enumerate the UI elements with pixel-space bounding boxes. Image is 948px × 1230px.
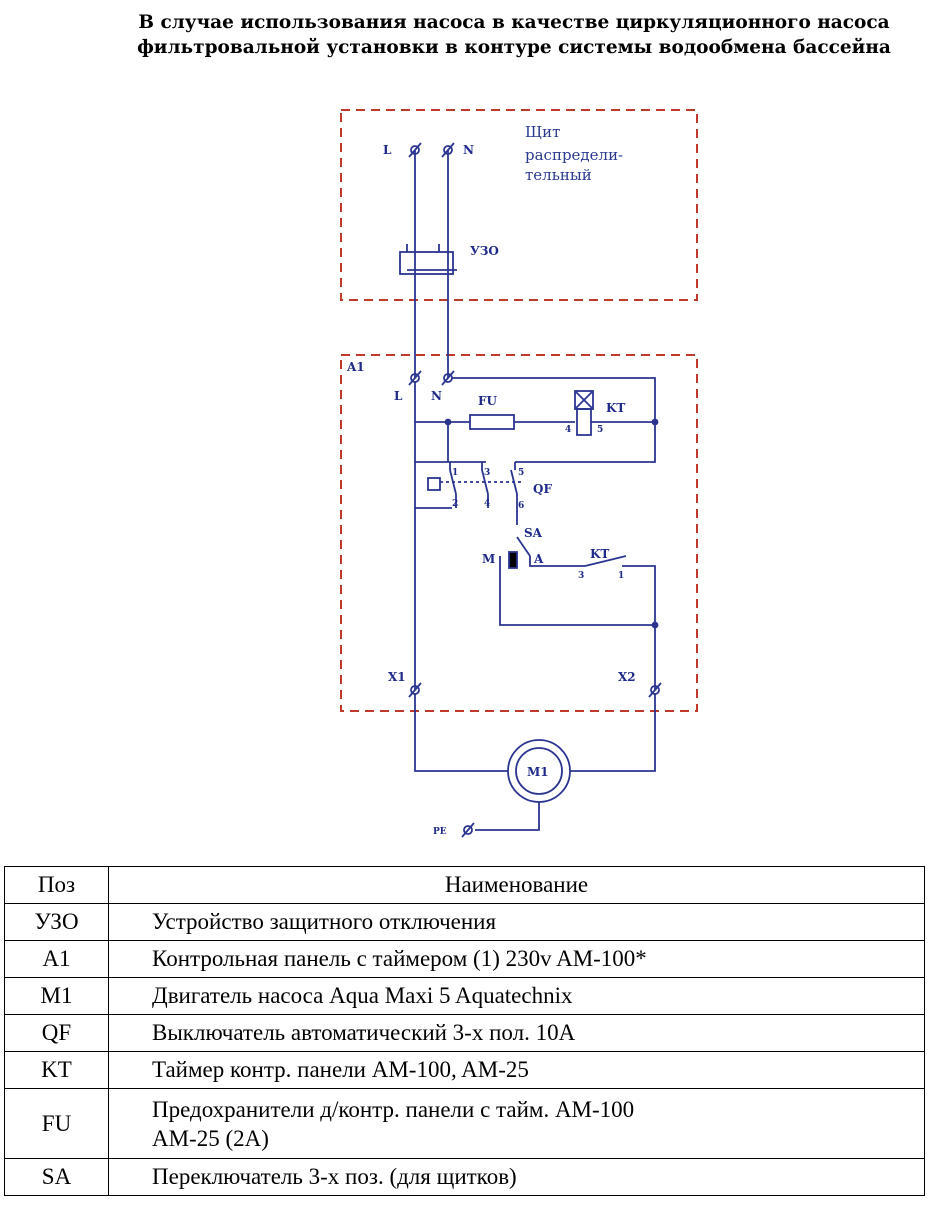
label-qf: QF [533,482,552,496]
wire-l-to-fuse [414,382,470,423]
qf-actuator [427,477,441,491]
label-l-a1: L [394,389,403,403]
header-pos: Поз [4,866,109,904]
qf-left-bracket [414,462,452,509]
label-qf-6: 6 [518,501,524,511]
a1-panel-frame [340,354,698,712]
header-name: Наименование [108,866,925,904]
row-name: Двигатель насоса Aqua Maxi 5 Aquatechnix [108,977,925,1015]
label-fu: FU [478,394,498,408]
row-pos: M1 [4,977,109,1015]
row-pos: A1 [4,940,109,978]
kt-coil-body [576,408,592,436]
table-row: KT Таймер контр. панели AM-100, AM-25 [4,1051,925,1089]
distribution-panel-frame [340,109,698,301]
title-line-1: В случае использования насоса в качестве… [138,12,890,33]
row-name: Таймер контр. панели AM-100, AM-25 [108,1051,925,1089]
table-header-row: Поз Наименование [4,866,925,904]
label-x1: X1 [388,670,406,684]
wire-right-to-qf5 [515,422,656,463]
row-name: Выключатель автоматический 3-х пол. 10А [108,1014,925,1052]
row-pos: FU [4,1088,109,1159]
panel-label-3: тельный [525,166,592,184]
label-sa-m: M [482,552,495,566]
junction-x2 [651,621,659,629]
label-n-top: N [463,143,474,157]
terminal-n-top [443,145,453,155]
label-kt-pin5: 5 [597,425,603,435]
row-pos: QF [4,1014,109,1052]
terminal-l-top [410,145,420,155]
label-qf-3: 3 [484,468,490,478]
page-title: В случае использования насоса в качестве… [0,10,948,60]
label-sa: SA [524,526,543,540]
label-qf-2: 2 [452,499,458,509]
table-row: M1 Двигатель насоса Aqua Maxi 5 Aquatech… [4,977,925,1015]
sa-mark [508,551,518,569]
label-kt-c1: 1 [618,571,624,581]
table-row: QF Выключатель автоматический 3-х пол. 1… [4,1014,925,1052]
row-pos: SA [4,1158,109,1196]
wire-sa-a [529,556,585,567]
terminal-pe [463,825,473,835]
panel-label-1: Щит [525,123,560,141]
label-l-top: L [383,143,392,157]
kt-contact-symbol [584,555,627,567]
row-name: Контрольная панель с таймером (1) 230v A… [108,940,925,978]
label-qf-4: 4 [484,499,490,509]
table-row: SA Переключатель 3-х поз. (для щитков) [4,1158,925,1196]
label-kt: KT [606,401,625,415]
terminal-pe-slash [461,822,475,838]
terminal-l-a1-slash [408,370,422,386]
wire-x2-motor [570,694,656,772]
kt-coil-x2 [574,390,594,410]
row-pos: KT [4,1051,109,1089]
terminal-x2-slash [648,682,662,698]
wire-sa-m [499,556,655,626]
label-m1: M1 [527,765,549,779]
label-kt-c3: 3 [578,571,584,581]
wire-kt-to-x2 [622,565,656,690]
uzo-symbol [399,251,454,275]
motor-inner [515,747,563,795]
label-qf-1: 1 [452,468,458,478]
row-name-line-2: AM-25 (2А) [152,1125,269,1151]
table-row: A1 Контрольная панель с таймером (1) 230… [4,940,925,978]
table-row: УЗО Устройство защитного отключения [4,903,925,941]
terminal-n-top-slash [441,142,455,158]
panel-label-2: распредели- [525,146,623,164]
row-pos: УЗО [4,903,109,941]
label-pe: PE [433,827,447,837]
row-name: Устройство защитного отключения [108,903,925,941]
row-name-line-1: Предохранители д/контр. панели с тайм. A… [152,1096,635,1122]
specification-table: Поз Наименование УЗО Устройство защитног… [4,866,925,1196]
terminal-n-a1-slash [441,370,455,386]
label-kt-pin4: 4 [565,425,571,435]
wire-n-top-rail [452,377,656,422]
label-n-a1: N [431,389,442,403]
label-kt-contact: KT [590,547,609,561]
fuse-symbol [469,414,515,430]
row-name: Переключатель 3-х поз. (для щитков) [108,1158,925,1196]
wire-pe [475,802,540,831]
terminal-l-top-slash [408,142,422,158]
label-uzo: УЗО [470,244,499,258]
sa-lever [516,536,531,557]
wire-x1-motor [414,694,508,772]
label-x2: X2 [618,670,636,684]
title-line-2: фильтровальной установки в контуре систе… [137,37,891,58]
wiring-diagram: Щит распредели- тельный L N УЗО A1 L N F… [340,109,698,838]
row-name: Предохранители д/контр. панели с тайм. A… [108,1088,925,1159]
terminal-x1-slash [408,682,422,698]
table-row: FU Предохранители д/контр. панели с тайм… [4,1088,925,1159]
label-qf-5: 5 [518,468,524,478]
label-a1: A1 [346,360,365,374]
label-sa-a: A [533,552,544,566]
